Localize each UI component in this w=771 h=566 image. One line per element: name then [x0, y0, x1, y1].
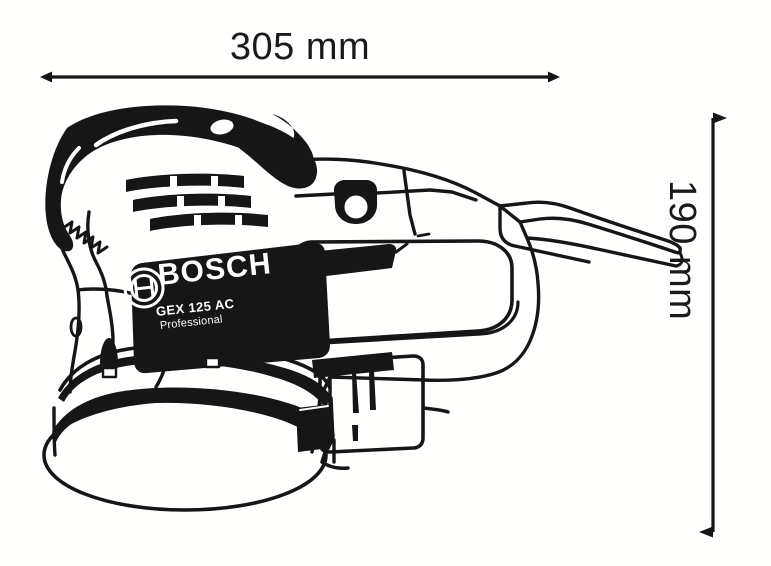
bosch-armature-icon [123, 267, 165, 309]
nameplate-plate [131, 242, 330, 374]
port-flange [421, 406, 450, 414]
power-cord [498, 200, 684, 268]
height-dimension-label: 190 mm [661, 180, 703, 321]
body-seam-a [428, 188, 478, 202]
rear-foot-edge [320, 460, 350, 470]
body-seam-b [402, 169, 417, 236]
pad-vent-cones [100, 328, 221, 379]
ventilation-slots [126, 173, 268, 231]
sanding-pad-assembly [42, 343, 335, 512]
sander-body-group [42, 105, 684, 512]
cap-highlight-detail [207, 116, 237, 138]
width-dimension-label: 305 mm [229, 26, 371, 68]
body-seam-c [416, 232, 431, 238]
dial-ridge-left [294, 192, 336, 198]
main-handle-aperture [291, 239, 520, 345]
grip-detail-oval [69, 316, 83, 338]
speed-control-dial [334, 180, 377, 224]
dial-ridge-right [375, 188, 432, 195]
dust-extraction-port [312, 352, 425, 454]
cap-rear-hump [206, 115, 318, 189]
body-upper-outline [298, 157, 541, 454]
